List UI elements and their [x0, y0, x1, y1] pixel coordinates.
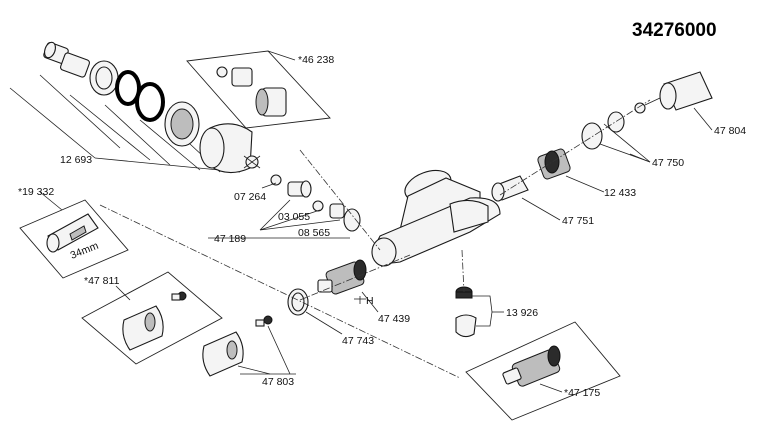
label-47439: 47 439 [378, 313, 410, 325]
part-box-47175: *47 175 [465, 321, 621, 421]
threaded-ring-icon [164, 101, 200, 147]
flow-cartridge-icon [317, 259, 367, 295]
flow-handle-icon [122, 305, 164, 351]
retaining-nut-icon [581, 97, 661, 150]
screw-icon [255, 315, 273, 327]
label-47743: 47 743 [342, 335, 374, 347]
part-box-19332: *19 332 34mm [18, 186, 129, 279]
check-valve-icon [287, 180, 324, 212]
label-03055: 03 055 [278, 211, 310, 223]
handle-icon [202, 331, 244, 377]
label-34mm: 34mm [69, 240, 101, 262]
washer-icon [243, 155, 261, 169]
nut-icon [89, 60, 119, 96]
mixer-body-icon [371, 169, 501, 267]
o-ring-icon [115, 70, 141, 106]
filter-icon [329, 203, 361, 232]
label-47751: 47 751 [562, 215, 594, 227]
check-valve-pair-icon [455, 286, 477, 338]
washer-small-icon [270, 174, 282, 186]
temperature-handle-icon [659, 71, 713, 111]
part-box-47811: *47 811 [81, 271, 223, 365]
label-47189: 47 189 [214, 233, 246, 245]
connector-nipple-icon [43, 41, 90, 78]
cartridge-part-icon [216, 66, 287, 117]
label-47811: *47 811 [84, 275, 120, 287]
o-ring-icon [135, 82, 165, 122]
tool-key-icon [46, 213, 99, 253]
part-group-47803: 47 803 [202, 315, 296, 388]
label-12693: 12 693 [60, 154, 92, 166]
rosette-icon [199, 123, 253, 174]
cartridge-assembly-icon [502, 345, 561, 387]
part-group-13926: 13 926 [455, 286, 538, 338]
label-47803: 47 803 [262, 376, 294, 388]
label-47175: *47 175 [564, 387, 600, 399]
thermostatic-element-icon [537, 148, 571, 180]
screw-icon [171, 291, 187, 301]
adjustment-ring-icon [287, 288, 309, 316]
label-19332: *19 332 [18, 186, 54, 198]
label-07264: 07 264 [234, 191, 266, 203]
label-H: H [366, 295, 374, 307]
label-12433: 12 433 [604, 187, 636, 199]
article-number: 34276000 [632, 20, 717, 41]
assembly-axes [99, 99, 651, 379]
label-47804: 47 804 [714, 125, 746, 137]
part-box-46238: *46 238 [186, 50, 334, 129]
label-47750: 47 750 [652, 157, 684, 169]
part-group-47743: 47 743 H 47 439 [287, 259, 410, 347]
label-13926: 13 926 [506, 307, 538, 319]
part-group-right: 47 751 12 433 47 750 47 804 [491, 71, 746, 227]
part-group-center: 07 264 03 055 08 565 47 189 [208, 174, 361, 245]
spindle-icon [491, 175, 529, 202]
part-group-12693: 12 693 [9, 41, 261, 174]
label-46238: *46 238 [298, 54, 334, 66]
label-08565: 08 565 [298, 227, 330, 239]
